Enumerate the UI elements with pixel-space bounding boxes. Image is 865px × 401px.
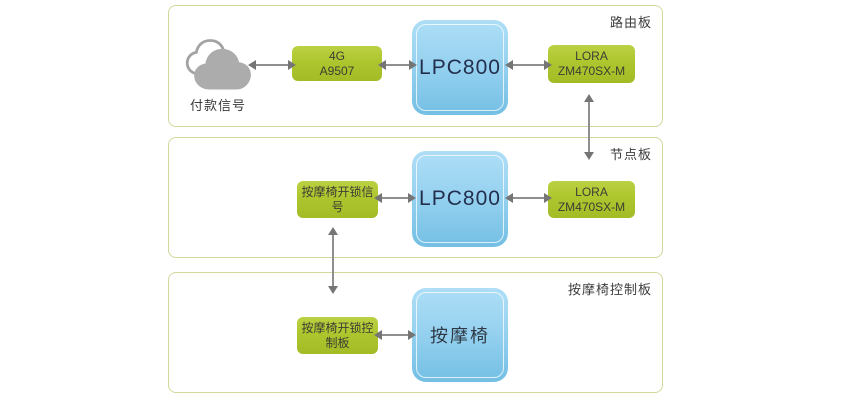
arrow-lora-router-to-lora-node [584, 94, 594, 160]
arrow-control-board-to-chair [374, 330, 416, 340]
section-router-board-label: 路由板 [609, 15, 652, 30]
section-chair-control-board-label: 按摩椅控制板 [567, 282, 652, 297]
node-massage-chair-label: 按摩椅 [430, 326, 490, 346]
node-lpc800-node-label: LPC800 [419, 187, 501, 210]
section-node-board-label: 节点板 [609, 147, 652, 162]
arrow-signal-to-lpc800 [374, 193, 416, 203]
node-unlock-signal: 按摩椅开锁信号 [297, 181, 378, 218]
node-lpc800-router: LPC800 [412, 20, 508, 115]
payment-signal-label: 付款信号 [189, 98, 246, 113]
node-4g-modem: 4G A9507 [292, 46, 382, 81]
node-unlock-control-board: 按摩椅开锁控制板 [297, 317, 378, 354]
arrow-4g-to-lpc800 [378, 60, 417, 70]
arrow-lpc800-to-lora-node [505, 193, 552, 203]
node-massage-chair: 按摩椅 [412, 288, 508, 382]
arrow-lpc800-to-lora-router [505, 60, 552, 70]
arrow-cloud-to-4g [248, 60, 296, 70]
cloud-icon [183, 36, 253, 94]
arrow-signal-to-control-board [328, 227, 338, 294]
node-lpc800-node: LPC800 [412, 151, 508, 247]
node-lpc800-router-label: LPC800 [419, 55, 501, 79]
node-lora-node: LORA ZM470SX-M [548, 181, 635, 218]
node-lora-router: LORA ZM470SX-M [548, 45, 635, 83]
